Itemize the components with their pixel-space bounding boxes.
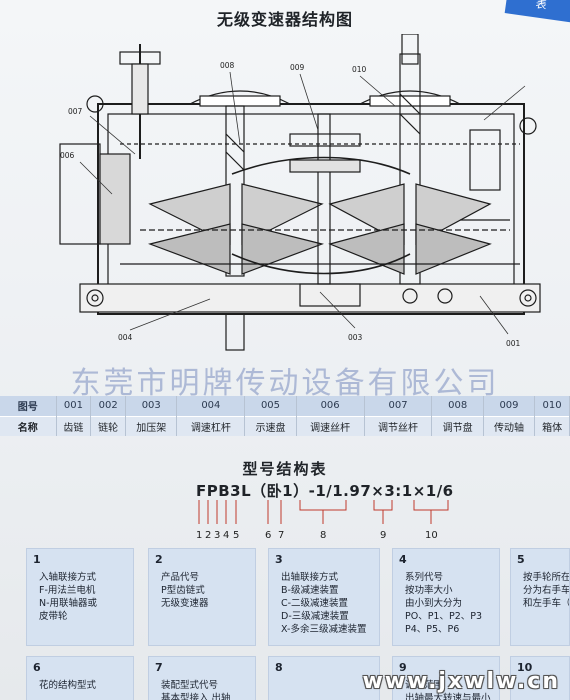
box-number: 1 xyxy=(33,553,41,566)
label-007: 008 xyxy=(220,61,235,70)
gearbox-diagram: 007 006 008 009 010 004 003 001 xyxy=(59,34,541,351)
company-watermark: 东莞市明牌传动设备有限公司 xyxy=(70,366,500,401)
box-text: 花的结构型式 xyxy=(39,680,97,691)
position-number: 1 xyxy=(196,530,202,541)
box-text: 调速范围 出轴最大转速与最小 xyxy=(405,680,491,700)
box-text: 产品代号 P型齿链式 无级变速器 xyxy=(161,572,209,609)
position-number: 4 xyxy=(223,530,229,541)
code-cell: 009 xyxy=(483,396,536,416)
code-cell: 007 xyxy=(364,396,433,416)
explanation-box-5: 5 按手轮所在方 分为右手车（ 和左手车（L xyxy=(510,548,570,646)
name-cell: 箱体 xyxy=(534,415,570,436)
label-006: 007 xyxy=(68,107,83,116)
position-number: 8 xyxy=(320,530,326,541)
name-header: 名称 xyxy=(0,415,57,436)
code-cell: 001 xyxy=(56,396,92,416)
site-watermark: www.jxwlw.cn xyxy=(362,669,560,694)
name-cell: 加压架 xyxy=(125,415,178,436)
parts-table: 图号 001 002 003 004 005 006 007 008 009 0… xyxy=(0,396,570,436)
position-number: 5 xyxy=(233,530,239,541)
name-cell: 调速丝杆 xyxy=(296,415,365,436)
box-number: 5 xyxy=(517,553,525,566)
code-header: 图号 xyxy=(0,396,57,416)
box-text: 装配型式代号 基本型接入 出轴 xyxy=(161,680,231,700)
box-number: 10 xyxy=(517,661,533,674)
box-number: 8 xyxy=(275,661,283,674)
model-position-markers: 1 2 3 4 5 6 7 8 9 10 xyxy=(196,500,449,541)
code-cell: 010 xyxy=(534,396,570,416)
name-cell: 示速盘 xyxy=(244,415,297,436)
name-cell: 链轮 xyxy=(90,415,127,436)
diagram-title: 无级变速器结构图 xyxy=(216,10,353,29)
box-text: 系列代号 按功率大小 由小到大分为 PO、P1、P2、P3 P4、P5、P6 xyxy=(405,572,483,635)
code-cell: 008 xyxy=(431,396,484,416)
explanation-box-3: 3 出轴联接方式 B-级减速装置 C-二级减速装置 D-三级减速装置 X-多余三… xyxy=(268,548,380,646)
position-number: 7 xyxy=(278,530,284,541)
explanation-box-8: 8 xyxy=(268,656,380,700)
code-cell: 003 xyxy=(125,396,178,416)
code-cell: 004 xyxy=(176,396,246,416)
code-cell: 002 xyxy=(90,396,127,416)
box-number: 3 xyxy=(275,553,283,566)
name-cell: 齿链 xyxy=(56,415,92,436)
parts-code-row: 图号 001 002 003 004 005 006 007 008 009 0… xyxy=(0,396,570,416)
explanation-box-9: 9 调速范围 出轴最大转速与最小 xyxy=(392,656,500,700)
name-cell: 调节盘 xyxy=(431,415,484,436)
parts-name-row: 名称 齿链 链轮 加压架 调速杠杆 示速盘 调速丝杆 调节丝杆 调节盘 传动轴 … xyxy=(0,415,570,436)
label-001: 001 xyxy=(506,339,521,348)
box-number: 2 xyxy=(155,553,163,566)
position-number: 6 xyxy=(265,530,271,541)
explanation-box-4: 4 系列代号 按功率大小 由小到大分为 PO、P1、P2、P3 P4、P5、P6 xyxy=(392,548,500,646)
name-cell: 传动轴 xyxy=(483,415,536,436)
position-number: 10 xyxy=(425,530,438,541)
model-code: FPB3L（卧1）-1/1.97×3:1×1/6 xyxy=(196,482,454,500)
box-number: 4 xyxy=(399,553,407,566)
explanation-box-6: 6 花的结构型式 xyxy=(26,656,134,700)
box-text: 入轴联接方式 F-用法兰电机 N-用联轴器或 皮带轮 xyxy=(39,572,98,622)
label-004: 004 xyxy=(118,333,133,342)
label-005: 006 xyxy=(60,151,75,160)
explanation-box-1: 1 入轴联接方式 F-用法兰电机 N-用联轴器或 皮带轮 xyxy=(26,548,134,646)
position-number: 2 xyxy=(205,530,211,541)
label-009: 010 xyxy=(352,65,367,74)
box-text: 出轴联接方式 B-级减速装置 C-二级减速装置 D-三级减速装置 X-多余三级减… xyxy=(281,572,367,635)
code-cell: 005 xyxy=(244,396,297,416)
position-number: 3 xyxy=(214,530,220,541)
label-008: 009 xyxy=(290,63,305,72)
box-text: 按手轮所在方 分为右手车（ 和左手车（L xyxy=(523,572,570,609)
explanation-box-7: 7 装配型式代号 基本型接入 出轴 xyxy=(148,656,256,700)
label-003: 003 xyxy=(348,333,363,342)
code-cell: 006 xyxy=(296,396,365,416)
name-cell: 调速杠杆 xyxy=(176,415,246,436)
box-number: 9 xyxy=(399,661,407,674)
position-number: 9 xyxy=(380,530,386,541)
box-number: 7 xyxy=(155,661,163,674)
name-cell: 调节丝杆 xyxy=(364,415,433,436)
box-number: 6 xyxy=(33,661,41,674)
explanation-box-2: 2 产品代号 P型齿链式 无级变速器 xyxy=(148,548,256,646)
model-table-title: 型号结构表 xyxy=(242,460,328,478)
